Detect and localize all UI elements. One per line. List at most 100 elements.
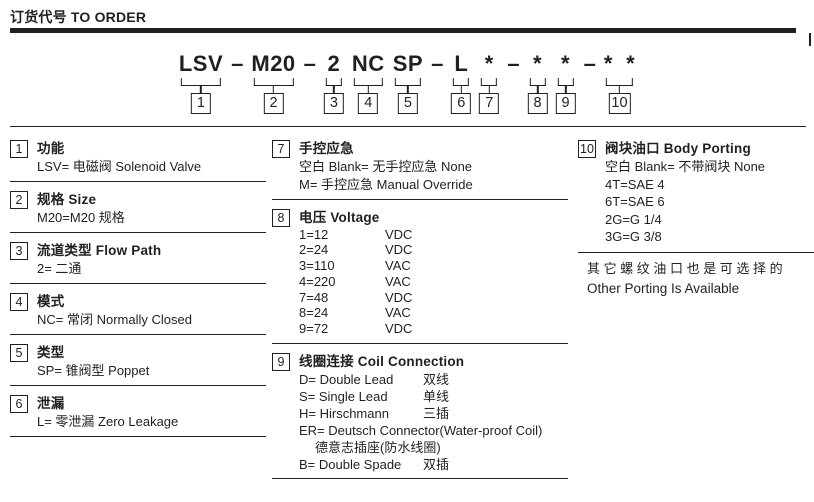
section-title: 流道类型 Flow Path	[37, 243, 162, 258]
section-number-box: 5	[10, 344, 28, 362]
bracket-stem	[536, 86, 539, 93]
code-position-box: 9	[555, 93, 576, 114]
code-dash: –	[303, 51, 316, 76]
section-row: ER= Deutsch Connector(Water-proof Coil)	[299, 422, 568, 439]
diagram-separator-rule	[10, 126, 806, 128]
code-dash: –	[507, 51, 520, 76]
bracket-stem	[200, 86, 202, 93]
section-rule	[578, 251, 814, 253]
row-code-label: S= Single Lead	[299, 388, 388, 404]
bracket-stem	[333, 86, 335, 93]
bracket	[605, 78, 634, 86]
page-title: 订货代号 TO ORDER	[10, 9, 147, 25]
section-number-box: 7	[272, 140, 290, 158]
row-code-label: 3=110	[299, 258, 335, 274]
bracket-stem	[488, 86, 491, 93]
code-segment: *7	[479, 51, 500, 114]
row-value-label: VDC	[385, 289, 413, 305]
page-edge-artifact	[809, 33, 811, 46]
section-rule	[10, 436, 266, 437]
section-rule	[10, 232, 266, 233]
section-line: LSV= 电磁阀 Solenoid Valve	[37, 159, 202, 174]
section-number-box: 2	[10, 191, 28, 209]
row-value-label: VAC	[385, 305, 411, 321]
code-dash: –	[583, 51, 596, 76]
code-position-box: 1	[190, 93, 211, 114]
code-segment: * *10	[604, 52, 635, 114]
code-text: *	[533, 51, 543, 76]
code-position-box: 6	[451, 93, 472, 114]
code-position-box: 5	[397, 93, 418, 114]
code-segment: *9	[555, 52, 576, 114]
row-value-label: 三插	[423, 405, 450, 421]
section-title: 规格 Size	[37, 192, 97, 207]
section-line: 3G=G 3/8	[605, 229, 662, 244]
section-title: 模式	[37, 294, 65, 309]
code-text: 2	[327, 51, 341, 76]
bracket	[180, 78, 222, 86]
row-code-label: 2=24	[299, 242, 329, 258]
section-rule	[272, 198, 568, 200]
bracket	[253, 78, 294, 86]
section-line: 空白 Blank= 不带阀块 None	[605, 159, 766, 174]
bracket	[481, 78, 498, 86]
section-number-box: 10	[578, 140, 596, 158]
bracket	[325, 78, 342, 86]
section-row: H= Hirschmann 三插	[299, 405, 568, 422]
section-line: M20=M20 规格	[37, 210, 125, 225]
row-code-label: H= Hirschmann	[299, 405, 389, 421]
code-dash: –	[231, 51, 244, 76]
section-line: M= 手控应急 Manual Override	[299, 176, 473, 192]
section-line: 空白 Blank= 无手控应急 None	[299, 159, 473, 174]
code-text: LSV	[178, 51, 224, 76]
code-text: *	[484, 51, 494, 76]
section-row: 4=220 VAC	[299, 274, 568, 290]
footer-note: 其它螺纹油口也是可选择的	[587, 260, 787, 276]
bracket	[529, 78, 546, 86]
row-code-label: D= Double Lead	[299, 371, 394, 387]
bracket-stem	[407, 86, 409, 93]
section-number-box: 9	[272, 352, 290, 371]
bracket	[453, 78, 470, 86]
row-value-label: VDC	[385, 226, 413, 242]
section-header: 9 线圈连接 Coil Connection	[272, 352, 568, 371]
section-row: 1=12 VDC	[299, 227, 568, 243]
row-code-label: 1=12	[299, 226, 329, 242]
bracket	[353, 78, 383, 86]
section-line: SP= 锥阀型 Poppet	[37, 363, 150, 378]
bracket-stem	[618, 86, 621, 93]
section-title: 线圈连接 Coil Connection	[299, 353, 465, 369]
row-code-label: 4=220	[299, 273, 336, 289]
code-segment: *8	[527, 51, 548, 114]
row-code-label: 7=48	[299, 289, 329, 305]
section-title: 电压 Voltage	[299, 209, 380, 225]
section-rule	[10, 283, 266, 284]
row-code-label: 9=72	[299, 321, 329, 337]
row-value-label: 双线	[423, 371, 450, 387]
section-row: D= Double Lead 双线	[299, 371, 568, 388]
bracket-stem	[367, 86, 370, 93]
code-text: SP	[392, 51, 424, 76]
header-rule	[10, 28, 796, 33]
row-value-label: VAC	[385, 273, 411, 289]
